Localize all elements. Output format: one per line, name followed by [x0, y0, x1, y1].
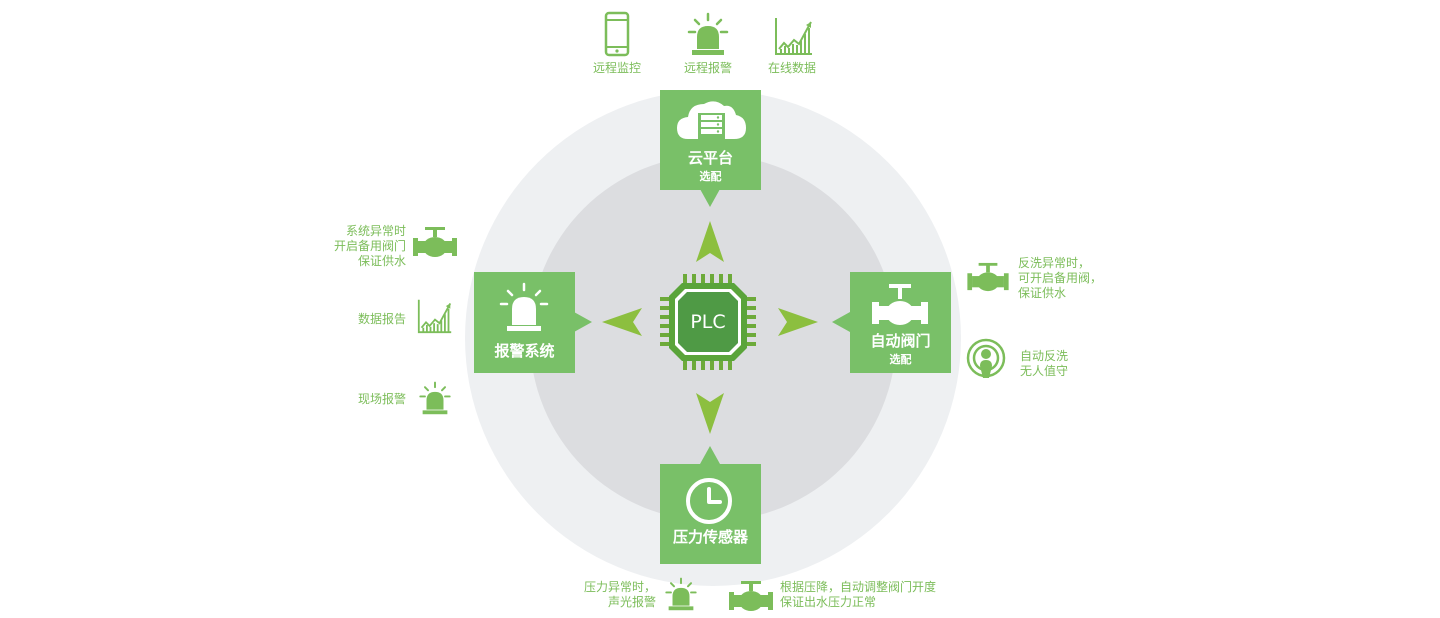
plc-label: PLC — [690, 311, 726, 333]
chart-icon — [774, 16, 814, 56]
alarm-icon — [686, 12, 730, 56]
chart-icon — [416, 298, 454, 334]
arrow-up — [696, 221, 724, 262]
cloud-server-icon — [677, 101, 746, 140]
alarm-system-box: 报警系统 — [474, 272, 575, 373]
chip-pins-icon — [660, 274, 756, 370]
box-pointer — [700, 189, 720, 207]
valve-icon — [728, 580, 774, 612]
clock-icon — [686, 478, 732, 524]
arrow-right — [778, 308, 818, 336]
left-item-data-report: 数据报告 — [320, 312, 406, 327]
arrow-left — [602, 308, 642, 336]
valve-icon — [966, 262, 1010, 292]
plc-chip: PLC — [660, 274, 756, 370]
pressure-sensor-box: 压力传感器 — [660, 464, 761, 564]
remote-monitoring-label: 远程监控 — [592, 61, 641, 75]
text-line: 开启备用阀门 — [333, 239, 406, 253]
bottom-item-auto-adjust: 根据压降，自动调整阀门开度 保证出水压力正常 — [780, 580, 980, 610]
phone-icon — [602, 11, 632, 57]
box-pointer — [700, 446, 720, 464]
box-pointer — [832, 312, 850, 332]
text-line: 声光报警 — [607, 595, 656, 609]
auto-valve-title: 自动阀门 — [870, 332, 931, 350]
text-line: 数据报告 — [357, 312, 406, 326]
right-item-backup-valve: 反洗异常时， 可开启备用阀， 保证供水 — [1018, 256, 1138, 301]
left-item-onsite-alarm: 现场报警 — [320, 392, 406, 407]
cloud-platform-title: 云平台 — [687, 149, 733, 167]
auto-valve-sub: 选配 — [889, 353, 912, 366]
cloud-platform-box: 云平台 选配 — [660, 90, 761, 190]
text-line: 反洗异常时， — [1018, 256, 1091, 270]
bottom-item-pressure-alarm: 压力异常时， 声光报警 — [560, 580, 656, 610]
text-line: 保证供水 — [357, 254, 406, 268]
box-pointer — [574, 312, 592, 332]
right-item-auto-backwash: 自动反洗 无人值守 — [1020, 349, 1120, 379]
text-line: 现场报警 — [357, 392, 406, 406]
online-data-label: 在线数据 — [767, 61, 816, 75]
alarm-icon — [499, 282, 549, 331]
text-line: 自动反洗 — [1020, 349, 1069, 363]
alarm-icon — [664, 576, 698, 612]
valve-icon — [872, 284, 928, 325]
alarm-icon — [418, 380, 452, 416]
auto-valve-box: 自动阀门 选配 — [850, 272, 951, 373]
cloud-platform-sub: 选配 — [699, 170, 722, 183]
text-line: 系统异常时 — [345, 224, 406, 238]
text-line: 压力异常时， — [583, 580, 656, 594]
text-line: 保证供水 — [1018, 286, 1067, 300]
pressure-sensor-title: 压力传感器 — [672, 528, 748, 546]
text-line: 保证出水压力正常 — [780, 595, 877, 609]
signal-person-icon — [966, 338, 1006, 380]
text-line: 可开启备用阀， — [1018, 271, 1103, 285]
alarm-system-title: 报警系统 — [494, 342, 555, 360]
arrow-down — [696, 393, 724, 434]
text-line: 无人值守 — [1020, 364, 1069, 378]
remote-alarm-label: 远程报警 — [683, 61, 732, 75]
text-line: 根据压降，自动调整阀门开度 — [780, 580, 937, 594]
valve-icon — [412, 226, 458, 258]
left-item-backup-valve: 系统异常时 开启备用阀门 保证供水 — [300, 224, 406, 269]
